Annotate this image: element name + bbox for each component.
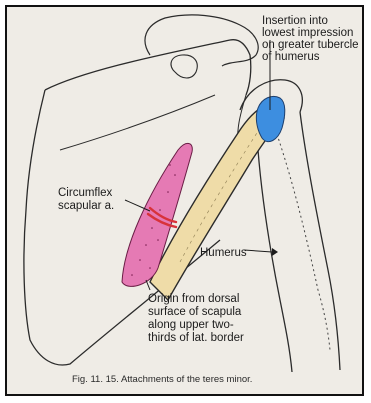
humerus-label: Humerus <box>200 247 247 259</box>
coracoid-outline <box>171 55 197 78</box>
origin-leader <box>146 280 150 290</box>
scapular-spine <box>60 95 215 150</box>
circumflex-label: Circumflex scapular a. <box>58 187 116 212</box>
insertion-label: Insertion into lowest impression on grea… <box>262 15 362 63</box>
humerus-leader <box>244 250 272 252</box>
acromion-outline <box>145 15 258 66</box>
humerus-leader-arrow <box>272 248 278 256</box>
humerus-shaft-lateral <box>300 112 340 370</box>
figure-caption: Fig. 11. 15. Attachments of the teres mi… <box>72 374 252 385</box>
humerus-shaft-medial <box>258 150 292 372</box>
origin-label: Origin from dorsal surface of scapula al… <box>148 293 245 344</box>
insertion-area <box>256 96 284 141</box>
